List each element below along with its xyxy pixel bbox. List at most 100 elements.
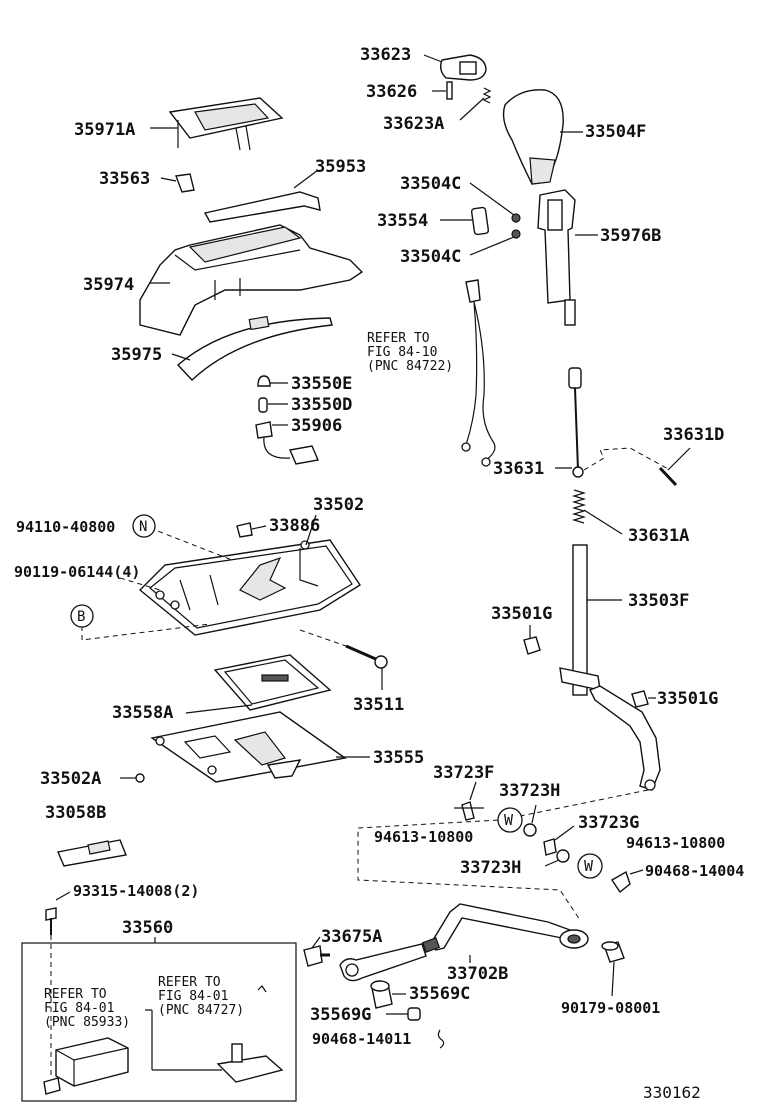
label-33503F: 33503F bbox=[628, 591, 689, 611]
part-90468-14011-clip bbox=[437, 1029, 445, 1049]
part-ecu-module bbox=[55, 1037, 129, 1087]
part-33723H-nut-upper bbox=[523, 823, 537, 837]
label-33675A: 33675A bbox=[321, 927, 382, 947]
label-90468-14011: 90468-14011 bbox=[312, 1030, 411, 1048]
diagram-id: 330162 bbox=[643, 1083, 701, 1102]
label-93315-14008: 93315-14008(2) bbox=[73, 882, 199, 900]
part-33631A-spring bbox=[571, 489, 587, 524]
part-33623A-spring bbox=[482, 87, 492, 104]
part-33702B-rod bbox=[429, 903, 573, 951]
marker-W2: W bbox=[584, 857, 594, 875]
label-33502: 33502 bbox=[313, 495, 364, 515]
label-33886: 33886 bbox=[269, 516, 320, 536]
label-33504C-lower: 33504C bbox=[400, 247, 461, 267]
marker-B-circle bbox=[70, 604, 94, 628]
part-bracket bbox=[216, 1055, 284, 1083]
part-33501G-bushing-upper bbox=[523, 636, 541, 655]
part-33626-pin bbox=[446, 81, 453, 100]
label-94613-10800-upper: 94613-10800 bbox=[374, 828, 473, 846]
part-33886-clip bbox=[236, 522, 253, 538]
indicator-bezel-group bbox=[139, 97, 364, 381]
part-90468-14004-clip bbox=[611, 870, 631, 894]
part-33563-clip bbox=[175, 173, 195, 193]
label-90468-14004: 90468-14004 bbox=[645, 862, 744, 880]
ref1-line1: REFER TO bbox=[367, 331, 430, 346]
label-94613-10800-lower: 94613-10800 bbox=[626, 834, 725, 852]
part-33511-bolt bbox=[345, 644, 379, 662]
part-33623-tab bbox=[459, 61, 477, 75]
part-33550D bbox=[258, 397, 268, 413]
markers bbox=[70, 514, 603, 879]
marker-B: B bbox=[77, 609, 85, 625]
part-35569G bbox=[407, 1007, 421, 1021]
marker-W1: W bbox=[504, 811, 514, 829]
label-33631: 33631 bbox=[493, 459, 544, 479]
label-35975: 35975 bbox=[111, 345, 162, 365]
part-33554-clip bbox=[470, 206, 490, 236]
part-rod-end bbox=[339, 943, 427, 982]
label-33058B: 33058B bbox=[45, 803, 106, 823]
label-33623A: 33623A bbox=[383, 114, 444, 134]
part-33631-rod bbox=[568, 367, 582, 389]
label-35971A: 35971A bbox=[74, 120, 135, 140]
label-33723H-lower: 33723H bbox=[460, 858, 521, 878]
label-35974: 35974 bbox=[83, 275, 134, 295]
part-33723H-nut-lower bbox=[556, 849, 570, 863]
label-33702B: 33702B bbox=[447, 964, 508, 984]
label-33504F: 33504F bbox=[585, 122, 646, 142]
linkage-group bbox=[303, 781, 644, 1049]
part-33631D-pin bbox=[658, 466, 678, 487]
part-33558A-cover bbox=[213, 654, 332, 711]
label-33558A: 33558A bbox=[112, 703, 173, 723]
label-33723F: 33723F bbox=[433, 763, 494, 783]
label-33631A: 33631A bbox=[628, 526, 689, 546]
label-33550E: 33550E bbox=[291, 374, 352, 394]
part-33550E bbox=[257, 375, 271, 387]
box-33560 bbox=[21, 942, 297, 1102]
marker-N: N bbox=[139, 519, 147, 535]
part-33503F-lever bbox=[572, 544, 588, 696]
marker-W2-circle bbox=[577, 853, 603, 879]
label-33502A: 33502A bbox=[40, 769, 101, 789]
part-35975-panel bbox=[176, 317, 333, 381]
label-33554: 33554 bbox=[377, 211, 428, 231]
shift-knob-group bbox=[423, 54, 598, 326]
shift-base-group bbox=[57, 514, 388, 867]
label-90119-06144: 90119-06144(4) bbox=[14, 563, 140, 581]
lever-wiring bbox=[461, 279, 496, 467]
label-33560: 33560 bbox=[122, 918, 173, 938]
ref2-line2: FIG 84-01 bbox=[44, 1001, 114, 1016]
label-35569C: 35569C bbox=[409, 984, 470, 1004]
switch-parts bbox=[255, 375, 319, 465]
part-33504C-screw-lower bbox=[511, 229, 521, 239]
part-33504C-screw-upper bbox=[511, 213, 521, 223]
label-33623: 33623 bbox=[360, 45, 411, 65]
label-33501G-upper: 33501G bbox=[491, 604, 552, 624]
label-33511: 33511 bbox=[353, 695, 404, 715]
labels: 33623 33626 33623A 33504F 35971A 33563 3… bbox=[14, 45, 744, 1102]
label-35976B: 35976B bbox=[600, 226, 661, 246]
part-33675A-bolt bbox=[303, 945, 323, 967]
part-35906-switch bbox=[255, 421, 273, 439]
part-93315-screw bbox=[45, 907, 57, 921]
label-94110-40800: 94110-40800 bbox=[16, 518, 115, 536]
ref1-line3: (PNC 84722) bbox=[367, 359, 453, 374]
label-33550D: 33550D bbox=[291, 395, 352, 415]
ref3-line1: REFER TO bbox=[158, 975, 221, 990]
part-35976B-lever bbox=[537, 189, 576, 304]
ref3-line3: (PNC 84727) bbox=[158, 1003, 244, 1018]
label-33626: 33626 bbox=[366, 82, 417, 102]
label-33504C-upper: 33504C bbox=[400, 174, 461, 194]
label-35953: 35953 bbox=[315, 157, 366, 177]
label-33723G: 33723G bbox=[578, 813, 639, 833]
part-35953-trim bbox=[203, 191, 321, 223]
ref3-line2: FIG 84-01 bbox=[158, 989, 228, 1004]
label-33501G-lower: 33501G bbox=[657, 689, 718, 709]
label-35569G: 35569G bbox=[310, 1005, 371, 1025]
label-35906: 35906 bbox=[291, 416, 342, 436]
33560-box-group bbox=[21, 891, 297, 1102]
label-33723H-upper: 33723H bbox=[499, 781, 560, 801]
part-33501G-bushing-lower bbox=[631, 690, 649, 708]
marker-N-circle bbox=[132, 514, 156, 538]
label-90179-08001: 90179-08001 bbox=[561, 999, 660, 1017]
